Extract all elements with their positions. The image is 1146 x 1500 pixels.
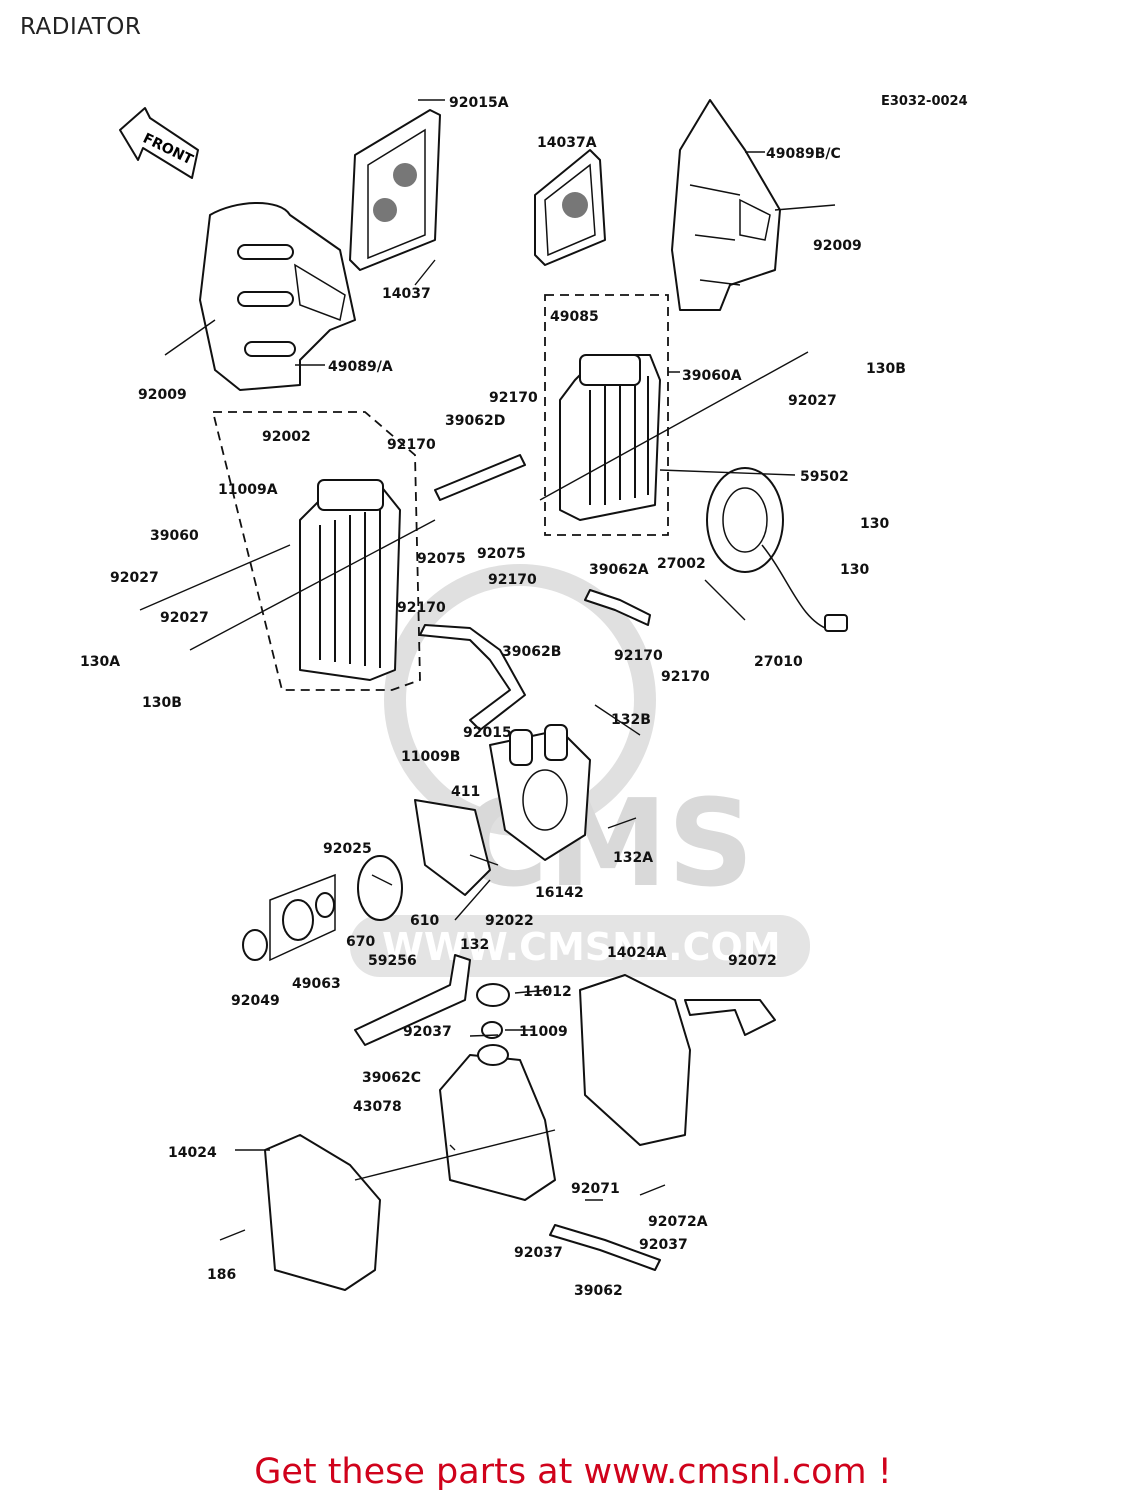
part-label-92049: 92049	[231, 993, 280, 1009]
part-label-11012: 11012	[523, 984, 572, 1000]
part-label-132: 132	[460, 937, 489, 953]
part-label-92170-a: 92170	[489, 390, 538, 406]
part-label-16142: 16142	[535, 885, 584, 901]
watermark-url: WWW.CMSNL.COM	[382, 925, 781, 969]
part-label-92075-left: 92075	[417, 551, 466, 567]
part-label-92027-right: 92027	[788, 393, 837, 409]
part-label-11009: 11009	[519, 1024, 568, 1040]
part-label-39060A: 39060A	[682, 368, 742, 384]
part-label-92072: 92072	[728, 953, 777, 969]
left-radiator-guard	[349, 109, 441, 271]
part-label-14024: 14024	[168, 1145, 217, 1161]
part-label-186: 186	[207, 1267, 236, 1283]
part-label-92027-a: 92027	[110, 570, 159, 586]
part-label-92170-d: 92170	[397, 600, 446, 616]
part-label-92037-b: 92037	[514, 1245, 563, 1261]
part-label-92015A: 92015A	[449, 95, 509, 111]
part-label-92027-b: 92027	[160, 610, 209, 626]
part-label-670: 670	[346, 934, 375, 950]
part-label-27010: 27010	[754, 654, 803, 670]
part-label-39062: 39062	[574, 1283, 623, 1299]
footer-link[interactable]: Get these parts at www.cmsnl.com !	[254, 1452, 892, 1492]
part-label-92009-right: 92009	[813, 238, 862, 254]
part-label-49063: 49063	[292, 976, 341, 992]
part-label-14024A: 14024A	[607, 945, 667, 961]
part-label-59256: 59256	[368, 953, 417, 969]
part-label-92002: 92002	[262, 429, 311, 445]
leader-lines	[139, 99, 836, 1241]
water-pump-cover	[414, 724, 591, 896]
part-label-49089A: 49089/A	[328, 359, 393, 375]
part-label-92170-e: 92170	[614, 648, 663, 664]
part-label-39062C: 39062C	[362, 1070, 421, 1086]
part-label-39062A: 39062A	[589, 562, 649, 578]
part-label-14037: 14037	[382, 286, 431, 302]
part-label-92170-f: 92170	[661, 669, 710, 685]
part-label-130B-right: 130B	[866, 361, 906, 377]
part-label-39062B: 39062B	[502, 644, 561, 660]
part-label-92009-left: 92009	[138, 387, 187, 403]
part-label-11009A: 11009A	[218, 482, 278, 498]
part-label-43078: 43078	[353, 1099, 402, 1115]
part-label-39060: 39060	[150, 528, 199, 544]
left-radiator	[211, 411, 421, 691]
diagram-code: E3032-0024	[881, 94, 968, 109]
part-label-92037-c: 92037	[639, 1237, 688, 1253]
part-label-92170-c: 92170	[488, 572, 537, 588]
part-labels: 92015A 14037A 49089B/C 92009 14037 49085…	[80, 95, 906, 1299]
part-label-59502: 59502	[800, 469, 849, 485]
part-label-411: 411	[451, 784, 480, 800]
part-label-132B: 132B	[611, 712, 651, 728]
part-label-92072A: 92072A	[648, 1214, 708, 1230]
part-label-92075-right: 92075	[477, 546, 526, 562]
right-shroud	[671, 99, 781, 311]
part-label-49085: 49085	[550, 309, 599, 325]
right-radiator-guard	[534, 149, 606, 266]
page-title: RADIATOR	[20, 14, 142, 40]
part-label-92022: 92022	[485, 913, 534, 929]
part-label-49089BC: 49089B/C	[766, 146, 841, 162]
part-label-92037-a: 92037	[403, 1024, 452, 1040]
part-label-92015: 92015	[463, 725, 512, 741]
radiator-parts-diagram: CMS WWW.CMSNL.COM FRONT	[80, 95, 906, 1299]
part-label-130B-left: 130B	[142, 695, 182, 711]
part-label-130A: 130A	[80, 654, 120, 670]
part-label-11009B: 11009B	[401, 749, 460, 765]
hoses	[419, 454, 651, 731]
impeller-parts	[242, 855, 403, 962]
reservoir-tank	[264, 954, 776, 1291]
part-label-130-a: 130	[860, 516, 889, 532]
part-label-610: 610	[410, 913, 439, 929]
cooling-fan	[706, 467, 848, 632]
part-label-92170-b: 92170	[387, 437, 436, 453]
front-arrow-icon: FRONT	[119, 107, 199, 179]
left-shroud	[199, 202, 356, 391]
part-label-14037A: 14037A	[537, 135, 597, 151]
right-radiator	[544, 294, 669, 536]
part-label-92071: 92071	[571, 1181, 620, 1197]
part-label-130-b: 130	[840, 562, 869, 578]
part-label-132A: 132A	[613, 850, 653, 866]
part-label-39062D: 39062D	[445, 413, 505, 429]
part-label-27002: 27002	[657, 556, 706, 572]
part-label-92025: 92025	[323, 841, 372, 857]
